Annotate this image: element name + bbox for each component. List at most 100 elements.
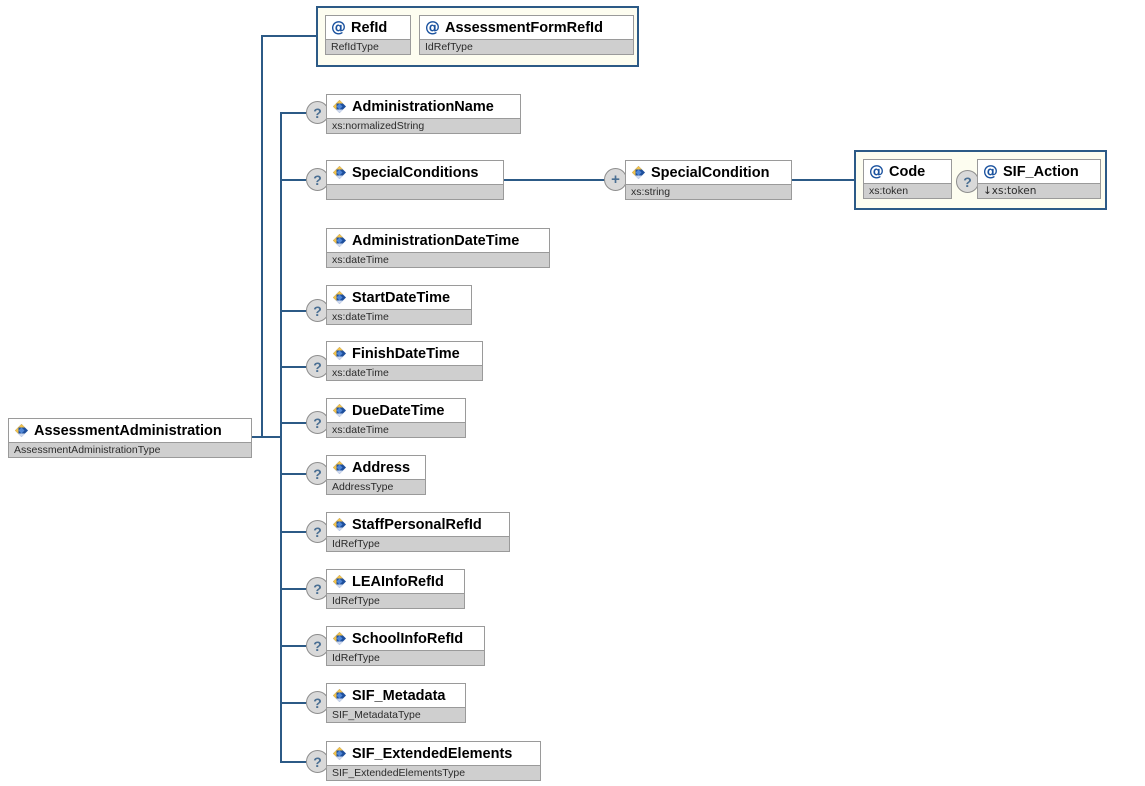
element-icon — [332, 165, 347, 180]
node-type: SIF_ExtendedElementsType — [327, 765, 540, 780]
node-administrationname[interactable]: AdministrationName xs:normalizedString — [326, 94, 521, 134]
optional-marker: ? — [956, 170, 979, 193]
connector-child-6 — [280, 422, 306, 424]
node-duedatetime[interactable]: DueDateTime xs:dateTime — [326, 398, 466, 438]
connector-child-12 — [280, 761, 306, 763]
node-type: xs:dateTime — [327, 309, 471, 324]
node-type: xs:token — [864, 183, 951, 198]
connector-children-trunk — [280, 113, 282, 763]
attribute-icon: @ — [331, 18, 346, 36]
node-name: AdministrationName — [352, 98, 494, 115]
connector-child-9 — [280, 588, 306, 590]
node-specialconditions[interactable]: SpecialConditions — [326, 160, 504, 200]
node-assessmentformrefid[interactable]: @ AssessmentFormRefId IdRefType — [419, 15, 634, 55]
node-type: ↓xs:token — [978, 183, 1100, 198]
node-type: SIF_MetadataType — [327, 707, 465, 722]
element-icon — [631, 165, 646, 180]
node-title: AssessmentAdministration — [9, 419, 251, 442]
node-name: AdministrationDateTime — [352, 232, 520, 249]
element-icon — [332, 574, 347, 589]
node-sif-extendedelements[interactable]: SIF_ExtendedElements SIF_ExtendedElement… — [326, 741, 541, 781]
attribute-icon: @ — [983, 162, 998, 180]
node-title: AdministrationName — [327, 95, 520, 118]
node-sif-action[interactable]: @ SIF_Action ↓xs:token — [977, 159, 1101, 199]
node-name: AssessmentAdministration — [34, 422, 222, 439]
connector-specialcondition-right — [792, 179, 855, 181]
element-icon — [332, 233, 347, 248]
node-name: FinishDateTime — [352, 345, 460, 362]
node-type: RefIdType — [326, 39, 410, 54]
node-administrationdatetime[interactable]: AdministrationDateTime xs:dateTime — [326, 228, 550, 268]
connector-child-5 — [280, 366, 306, 368]
node-name: Address — [352, 459, 411, 476]
node-title: FinishDateTime — [327, 342, 482, 365]
node-type: xs:string — [626, 184, 791, 199]
node-title: @ SIF_Action — [978, 160, 1100, 183]
element-icon — [14, 423, 29, 438]
node-staffpersonalrefid[interactable]: StaffPersonalRefId IdRefType — [326, 512, 510, 552]
node-title: AdministrationDateTime — [327, 229, 549, 252]
node-title: SIF_ExtendedElements — [327, 742, 540, 765]
node-name: SIF_Metadata — [352, 687, 446, 704]
node-type: IdRefType — [327, 536, 509, 551]
node-name: SchoolInfoRefId — [352, 630, 464, 647]
optional-marker: ? — [306, 634, 329, 657]
node-type — [327, 184, 503, 199]
node-address[interactable]: Address AddressType — [326, 455, 426, 495]
node-name: SpecialConditions — [352, 164, 479, 181]
node-type: xs:dateTime — [327, 365, 482, 380]
node-code[interactable]: @ Code xs:token — [863, 159, 952, 199]
node-type: AddressType — [327, 479, 425, 494]
element-icon — [332, 460, 347, 475]
node-title: StartDateTime — [327, 286, 471, 309]
node-type: xs:dateTime — [327, 422, 465, 437]
connector-root-stub — [251, 436, 282, 438]
connector-child-11 — [280, 702, 306, 704]
node-name: SpecialCondition — [651, 164, 770, 181]
node-name: SIF_ExtendedElements — [352, 745, 513, 762]
connector-specialconditions-right — [504, 179, 605, 181]
node-title: SIF_Metadata — [327, 684, 465, 707]
node-title: DueDateTime — [327, 399, 465, 422]
node-assessment-administration[interactable]: AssessmentAdministration AssessmentAdmin… — [8, 418, 252, 458]
connector-child-8 — [280, 531, 306, 533]
node-sif-metadata[interactable]: SIF_Metadata SIF_MetadataType — [326, 683, 466, 723]
node-type: IdRefType — [420, 39, 633, 54]
node-schoolinforefid[interactable]: SchoolInfoRefId IdRefType — [326, 626, 485, 666]
node-refid[interactable]: @ RefId RefIdType — [325, 15, 411, 55]
attribute-group-specialcondition: @ Code xs:token ? @ SIF_Action ↓xs:token — [854, 150, 1107, 210]
node-type: IdRefType — [327, 593, 464, 608]
node-title: SpecialConditions — [327, 161, 503, 184]
attribute-icon: @ — [425, 18, 440, 36]
element-icon — [332, 631, 347, 646]
node-type: xs:normalizedString — [327, 118, 520, 133]
attribute-group-root: @ RefId RefIdType @ AssessmentFormRefId … — [316, 6, 639, 67]
connector-attrgroup-trunk — [261, 36, 263, 437]
node-title: @ AssessmentFormRefId — [420, 16, 633, 39]
node-startdatetime[interactable]: StartDateTime xs:dateTime — [326, 285, 472, 325]
node-title: @ RefId — [326, 16, 410, 39]
node-name: LEAInfoRefId — [352, 573, 444, 590]
repeating-marker: + — [604, 168, 627, 191]
element-icon — [332, 688, 347, 703]
element-icon — [332, 99, 347, 114]
connector-child-2 — [280, 179, 306, 181]
node-title: Address — [327, 456, 425, 479]
node-name: Code — [889, 163, 926, 180]
node-specialcondition[interactable]: SpecialCondition xs:string — [625, 160, 792, 200]
node-name: RefId — [351, 19, 388, 36]
connector-child-7 — [280, 473, 306, 475]
node-name: SIF_Action — [1003, 163, 1079, 180]
element-icon — [332, 346, 347, 361]
node-title: StaffPersonalRefId — [327, 513, 509, 536]
node-type: xs:dateTime — [327, 252, 549, 267]
element-icon — [332, 403, 347, 418]
node-title: SchoolInfoRefId — [327, 627, 484, 650]
node-finishdatetime[interactable]: FinishDateTime xs:dateTime — [326, 341, 483, 381]
node-title: @ Code — [864, 160, 951, 183]
node-leainforefid[interactable]: LEAInfoRefId IdRefType — [326, 569, 465, 609]
node-title: SpecialCondition — [626, 161, 791, 184]
node-name: DueDateTime — [352, 402, 445, 419]
node-type: AssessmentAdministrationType — [9, 442, 251, 457]
